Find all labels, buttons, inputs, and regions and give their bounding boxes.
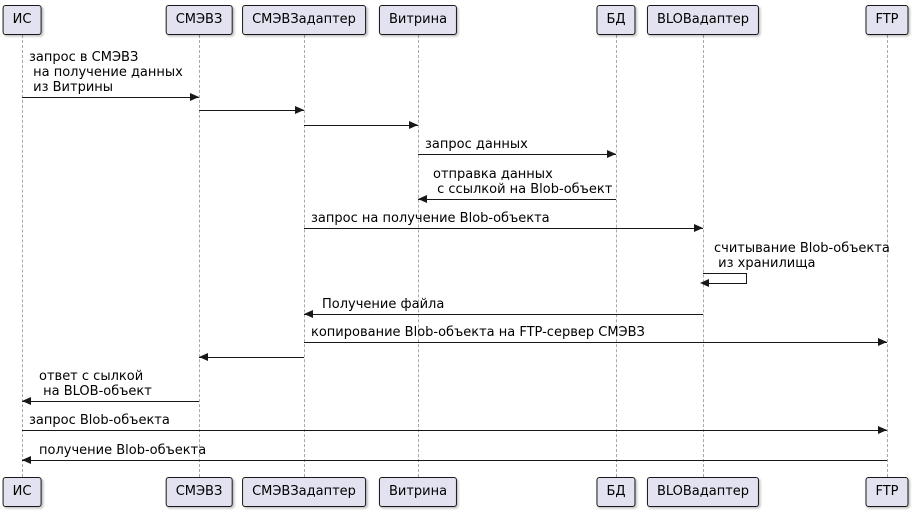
participant-vitrina-bottom: Витрина xyxy=(378,477,458,507)
participant-ftp-top: FTP xyxy=(865,5,909,35)
lifeline-vitrina xyxy=(418,35,419,477)
arrowhead-right-icon xyxy=(694,224,703,232)
message-line xyxy=(199,110,304,111)
message-label: получение Blob-объекта xyxy=(39,443,207,458)
message-line xyxy=(22,430,887,431)
participant-is-bottom: ИС xyxy=(2,477,42,507)
lifeline-blobadapter xyxy=(703,35,704,477)
participant-bd-bottom: БД xyxy=(596,477,636,507)
message-label: ответ с сылкой на BLOB-объект xyxy=(39,369,152,399)
arrowhead-right-icon xyxy=(878,426,887,434)
participant-vitrina-top: Витрина xyxy=(378,5,458,35)
message-line xyxy=(22,460,887,461)
participant-blobadapter-bottom: BLOBадаптер xyxy=(646,477,760,507)
participant-smev3-bottom: СМЭВЗ xyxy=(165,477,233,507)
participant-blobadapter-top: BLOBадаптер xyxy=(646,5,760,35)
arrowhead-left-icon xyxy=(700,279,709,287)
message-label: считывание Blob-объекта из хранилища xyxy=(714,241,890,271)
message-line xyxy=(304,314,703,315)
participant-smev3adapter-top: СМЭВЗадаптер xyxy=(242,5,366,35)
message-line xyxy=(199,357,304,358)
arrowhead-right-icon xyxy=(295,106,304,114)
arrowhead-left-icon xyxy=(304,310,313,318)
message-label: Получение файла xyxy=(322,297,445,312)
message-label: запрос данных xyxy=(425,137,528,152)
participant-smev3-top: СМЭВЗ xyxy=(165,5,233,35)
message-line xyxy=(418,199,616,200)
self-message-loop xyxy=(703,273,747,284)
arrowhead-left-icon xyxy=(199,353,208,361)
arrowhead-left-icon xyxy=(22,397,31,405)
message-line xyxy=(304,228,703,229)
message-line xyxy=(22,97,199,98)
lifeline-is xyxy=(22,35,23,477)
message-label: копирование Blob-объекта на FTP-сервер С… xyxy=(311,325,645,340)
arrowhead-left-icon xyxy=(418,195,427,203)
message-label: запрос Blob-объекта xyxy=(29,413,170,428)
arrowhead-right-icon xyxy=(878,338,887,346)
message-line xyxy=(418,154,616,155)
message-label: запрос в СМЭВЗ на получение данных из Ви… xyxy=(29,50,183,95)
participant-smev3adapter-bottom: СМЭВЗадаптер xyxy=(242,477,366,507)
arrowhead-right-icon xyxy=(607,150,616,158)
message-line xyxy=(22,401,199,402)
message-line xyxy=(304,342,887,343)
arrowhead-right-icon xyxy=(409,121,418,129)
message-label: отправка данных с ссылкой на Blob-объект xyxy=(433,167,613,197)
lifeline-ftp xyxy=(887,35,888,477)
lifeline-smev3 xyxy=(199,35,200,477)
lifeline-bd xyxy=(616,35,617,477)
message-label: запрос на получение Blob-объекта xyxy=(311,211,550,226)
participant-is-top: ИС xyxy=(2,5,42,35)
participant-bd-top: БД xyxy=(596,5,636,35)
lifeline-smev3adapter xyxy=(304,35,305,477)
message-line xyxy=(304,125,418,126)
arrowhead-left-icon xyxy=(22,456,31,464)
arrowhead-right-icon xyxy=(190,93,199,101)
participant-ftp-bottom: FTP xyxy=(865,477,909,507)
